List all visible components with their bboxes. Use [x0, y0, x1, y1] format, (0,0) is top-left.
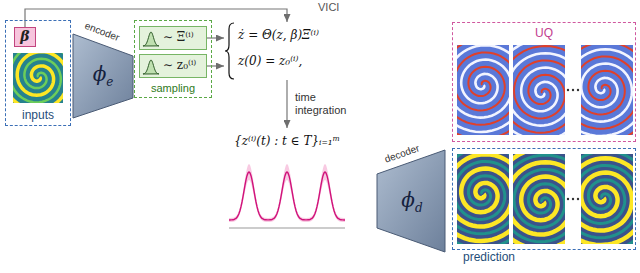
uq-field-image — [513, 45, 565, 135]
ellipsis-dots — [566, 87, 580, 93]
trapezoid-shape — [377, 150, 445, 252]
density-curve — [143, 60, 159, 74]
connector-arrow — [25, 9, 287, 27]
density-curve — [143, 32, 159, 46]
spiral-wave — [581, 45, 633, 135]
dot — [567, 198, 569, 200]
uq-panel: UQ — [452, 22, 636, 142]
spiral-wave — [457, 45, 509, 135]
input-panel: inputs β — [5, 20, 71, 126]
ellipsis-dots — [566, 196, 580, 202]
connector-arrow — [286, 80, 287, 128]
brace — [224, 22, 236, 80]
ode-system: ż = Θ(z, β)Ξ⁽ⁱ⁾ z(0) = z₀⁽ⁱ⁾, — [224, 22, 350, 80]
symbol-group: ϕe — [72, 62, 134, 86]
uq-field-image — [581, 45, 633, 135]
density-icon — [142, 56, 160, 76]
connector-arrow — [207, 65, 224, 66]
input-field-image — [13, 53, 63, 103]
density-icon — [142, 28, 160, 48]
mean-curve — [229, 172, 345, 220]
spiral-wave — [513, 154, 565, 244]
distribution-text: ∼ z₀⁽ⁱ⁾ — [163, 58, 196, 72]
trapezoid-shape — [73, 34, 133, 118]
panel-heading: UQ — [453, 26, 635, 40]
dot — [572, 89, 574, 91]
decoder-block: decoderϕd — [376, 140, 446, 256]
dot — [577, 198, 579, 200]
panel-heading: inputs — [6, 108, 70, 122]
network-symbol: ϕ — [401, 188, 415, 212]
trajectory-plot: {z⁽ⁱ⁾(t) : t ∈ T}ᵢ₌₁ᵐ — [222, 128, 352, 236]
sampling-panel: sampling ∼ Ξ⁽ⁱ⁾ ∼ z₀⁽ⁱ⁾ — [134, 20, 212, 98]
figure-title: VICI — [318, 1, 339, 14]
equation-line: z(0) = z₀⁽ⁱ⁾, — [238, 54, 302, 68]
distribution-text: ∼ Ξ⁽ⁱ⁾ — [163, 30, 194, 44]
symbol-group: ϕd — [380, 188, 444, 212]
encoder-block: encoderϕe — [72, 20, 134, 120]
plot-caption: {z⁽ⁱ⁾(t) : t ∈ T}ᵢ₌₁ᵐ — [234, 134, 340, 148]
network-subscript: e — [106, 75, 113, 89]
distribution-box: ∼ z₀⁽ⁱ⁾ — [139, 54, 207, 78]
uncertainty-band — [229, 164, 345, 222]
dot — [572, 198, 574, 200]
parameter-symbol: β — [15, 28, 35, 46]
prediction-panel: prediction — [452, 148, 636, 250]
network-subscript: d — [415, 201, 423, 215]
spiral-wave — [13, 53, 63, 103]
spiral-wave — [581, 154, 633, 244]
parameter-box: β — [14, 27, 36, 47]
spiral-wave — [457, 154, 509, 244]
dot — [567, 89, 569, 91]
edge-label: time integration — [294, 91, 356, 116]
predicted-field-image — [581, 154, 633, 244]
axis-line — [229, 228, 345, 229]
spiral-wave — [513, 45, 565, 135]
equation-line: ż = Θ(z, β)Ξ⁽ⁱ⁾ — [238, 28, 319, 42]
network-symbol: ϕ — [93, 62, 107, 86]
dot — [577, 89, 579, 91]
spiral-wave — [513, 45, 565, 135]
panel-heading: prediction — [463, 250, 515, 264]
uq-field-image — [457, 45, 509, 135]
trajectory-chart — [227, 154, 347, 232]
predicted-field-image — [513, 154, 565, 244]
predicted-field-image — [457, 154, 509, 244]
spiral-wave — [513, 154, 565, 244]
distribution-box: ∼ Ξ⁽ⁱ⁾ — [139, 26, 207, 50]
connector-arrow — [207, 37, 224, 38]
panel-heading: sampling — [135, 82, 211, 95]
brace-line — [225, 23, 234, 79]
